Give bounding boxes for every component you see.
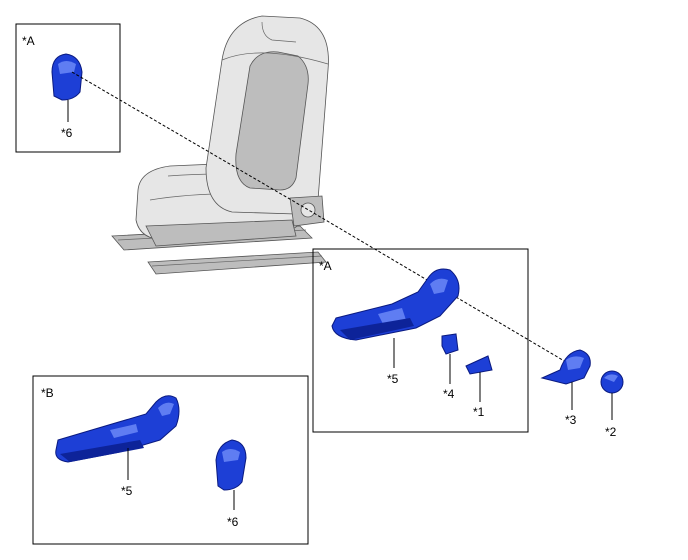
callout-part-6-b: *6 [227, 515, 239, 529]
part-6-cover-top [51, 53, 83, 101]
callout-part-4: *4 [443, 387, 455, 401]
callout-part-1: *1 [473, 405, 485, 419]
callout-part-5-b: *5 [121, 484, 133, 498]
part-2-recliner-knob [600, 370, 624, 394]
alignment-line [71, 71, 567, 363]
callout-box-b: *B [41, 386, 54, 400]
callout-part-5-a: *5 [387, 372, 399, 386]
callout-part-6-top: *6 [61, 126, 73, 140]
detail-box-a-main [312, 248, 529, 433]
detail-box-a-top [15, 23, 121, 153]
callout-box-a-main: *A [319, 259, 332, 273]
part-1-knob-cover [465, 355, 493, 375]
part-4-small-cover [441, 333, 459, 355]
part-5-side-shield-a [331, 268, 460, 341]
part-6-cover-b [215, 439, 247, 491]
part-3-recliner-cover [540, 349, 591, 385]
detail-box-b [32, 375, 309, 545]
part-5-side-shield-b [55, 395, 180, 463]
vehicle-seat [111, 15, 329, 275]
callout-part-3: *3 [565, 413, 577, 427]
callout-box-a-top: *A [22, 34, 35, 48]
callout-part-2: *2 [605, 425, 617, 439]
